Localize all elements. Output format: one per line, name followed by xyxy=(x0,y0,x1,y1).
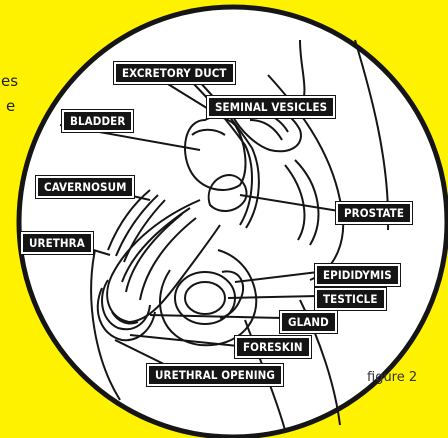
figure-caption: figure 2 xyxy=(367,370,417,385)
label-excretory-duct: EXCRETORY DUCT xyxy=(114,62,235,84)
label-foreskin: FORESKIN xyxy=(235,336,311,358)
label-cavernosum: CAVERNOSUM xyxy=(36,176,134,198)
label-urethra: URETHRA xyxy=(21,232,93,254)
label-prostate: PROSTATE xyxy=(336,202,412,224)
label-urethral-opening: URETHRAL OPENING xyxy=(147,364,283,386)
label-gland: GLAND xyxy=(280,311,337,333)
label-epididymis: EPIDIDYMIS xyxy=(315,264,400,286)
label-bladder: BLADDER xyxy=(62,110,133,132)
label-testicle: TESTICLE xyxy=(315,288,386,310)
label-seminal-vesicles: SEMINAL VESICLES xyxy=(207,96,335,118)
